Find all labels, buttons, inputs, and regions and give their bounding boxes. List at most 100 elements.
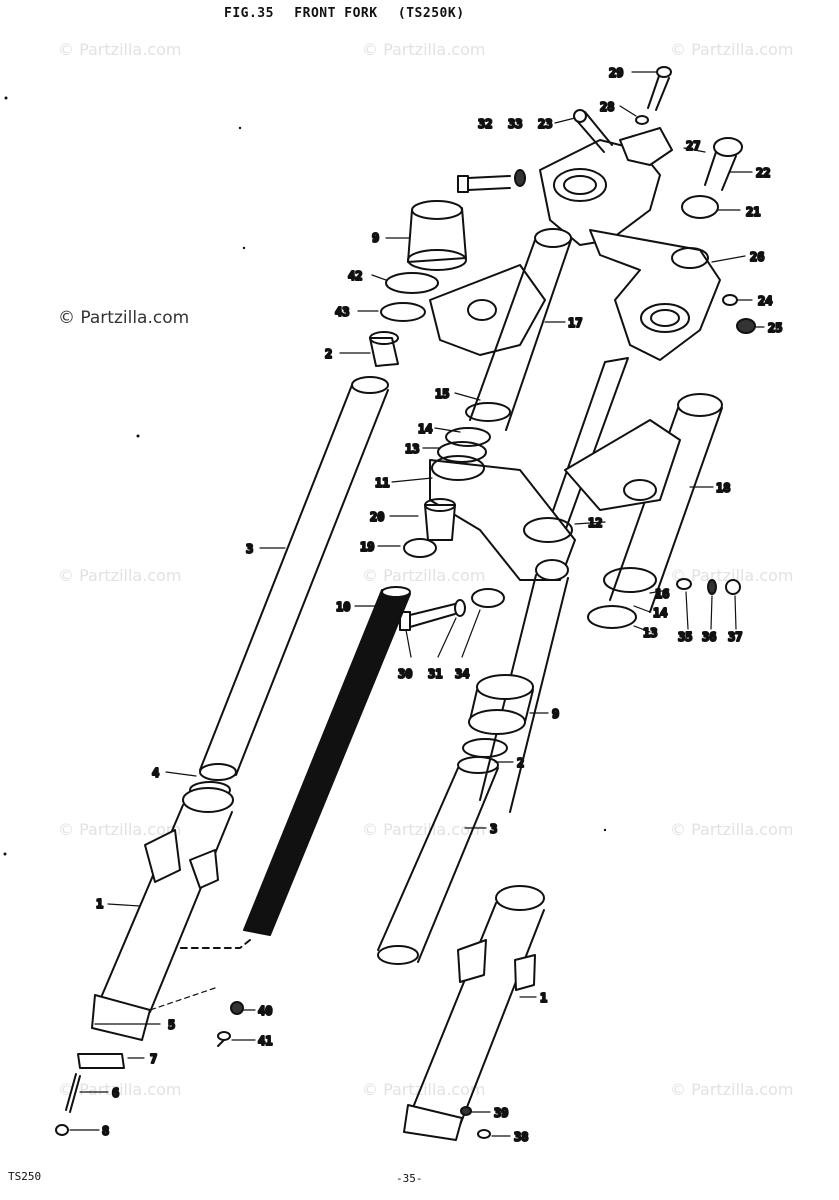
callout-label: 23 (538, 117, 552, 131)
ring-13 (437, 441, 487, 463)
spacer-2-top (369, 331, 399, 367)
clamp-7 (77, 1053, 125, 1069)
callout-label: 28 (600, 100, 614, 114)
callout-label: 20 (370, 510, 384, 524)
lamp-bracket-17 (429, 264, 546, 356)
watermark: © Partzilla.com (670, 566, 794, 585)
bolt-32 (457, 175, 511, 193)
callout-label: 10 (336, 600, 350, 614)
inner-tube-right (377, 559, 569, 965)
callout-label: 13 (643, 626, 657, 640)
callout-label: 3 (490, 822, 497, 836)
watermark: © Partzilla.com (670, 40, 794, 59)
callout-label: 3 (246, 542, 253, 556)
callout-label: 40 (258, 1004, 272, 1018)
o-ring-42 (385, 272, 439, 294)
nut-25 (736, 318, 756, 334)
callout-label: 5 (168, 1018, 175, 1032)
cap-19 (403, 538, 437, 558)
upper-bracket (539, 127, 721, 361)
callout-label: 14 (653, 606, 667, 620)
callout-label: 12 (588, 516, 602, 530)
stud-6 (65, 1073, 81, 1113)
ring-43 (380, 302, 426, 322)
ring-14 (445, 427, 491, 447)
watermark: © Partzilla.com (362, 820, 486, 839)
callout-label: 1 (540, 991, 547, 1005)
plug-39 (460, 1106, 472, 1116)
bolt-29 (647, 66, 672, 111)
callout-label: 31 (428, 667, 442, 681)
callout-label: 30 (398, 667, 412, 681)
scan-marks (3, 96, 607, 856)
callout-label: 8 (102, 1124, 109, 1138)
leader-lines (69, 71, 765, 1137)
callout-label: 16 (655, 587, 669, 601)
callout-label: 18 (716, 481, 730, 495)
bolt-23 (573, 109, 613, 153)
callout-label: 15 (435, 387, 449, 401)
callout-label: 7 (150, 1052, 157, 1066)
callout-label: 27 (686, 139, 700, 153)
callout-label: 26 (750, 250, 764, 264)
callout-label: 33 (508, 117, 522, 131)
fork-tube-3-left (199, 376, 389, 781)
bolt-30 (399, 603, 456, 631)
footer-model: TS250 (8, 1170, 42, 1183)
callout-label: 42 (348, 269, 362, 283)
washer-24 (722, 294, 738, 306)
valve-20 (424, 498, 456, 541)
watermark: © Partzilla.com (58, 1080, 182, 1099)
inner-tube-15 (465, 228, 572, 431)
watermark: © Partzilla.com (58, 566, 182, 585)
dashed-guide (179, 939, 251, 949)
callout-label: 2 (517, 756, 524, 770)
callout-label: 1 (96, 897, 103, 911)
watermark: © Partzilla.com (670, 820, 794, 839)
screw-38 (477, 1129, 491, 1139)
cover-9-top (407, 200, 467, 271)
callout-label: 14 (418, 422, 432, 436)
callout-label: 17 (568, 316, 582, 330)
callout-label: 41 (258, 1034, 272, 1048)
callout-label: 22 (756, 166, 770, 180)
plug-40 (230, 1001, 244, 1015)
outer-tube-1-left (91, 787, 234, 1041)
figure-number: FIG.35 (224, 6, 274, 21)
bolt-27 (704, 137, 743, 191)
callout-label: 39 (494, 1106, 508, 1120)
steering-stem (429, 357, 629, 581)
callout-label: 29 (609, 66, 623, 80)
screw-41 (217, 1031, 231, 1047)
footer-page-number: -35- (396, 1172, 423, 1185)
callout-label: 34 (455, 667, 469, 681)
fork-cover-18 (564, 393, 723, 629)
ring-34 (471, 588, 505, 608)
callout-label: 2 (325, 347, 332, 361)
callout-label: 43 (335, 305, 349, 319)
callout-label: 36 (702, 630, 716, 644)
callout-label: 9 (372, 231, 379, 245)
callout-label: 38 (514, 1130, 528, 1144)
callout-label: 32 (478, 117, 492, 131)
figure-model: (TS250K) (397, 6, 465, 21)
callout-label: 19 (360, 540, 374, 554)
callout-label: 9 (552, 707, 559, 721)
figure-name: FRONT FORK (294, 6, 378, 21)
nut-8 (55, 1124, 69, 1136)
watermark-main: © Partzilla.com (58, 308, 190, 328)
callout-labels: 29 28 32 33 23 27 22 21 9 26 42 24 43 25… (95, 65, 783, 1145)
callout-label: 35 (678, 630, 692, 644)
watermark: © Partzilla.com (362, 1080, 486, 1099)
screw-35-37 (676, 578, 741, 595)
watermark: © Partzilla.com (58, 820, 182, 839)
callout-label: 37 (728, 630, 742, 644)
figure-title: FIG.35 FRONT FORK (TS250K) (224, 6, 477, 21)
callout-label: 11 (375, 476, 389, 490)
watermark: © Partzilla.com (670, 1080, 794, 1099)
outer-tube-1-right (403, 885, 545, 1141)
callout-label: 25 (768, 321, 782, 335)
washer-21 (681, 195, 719, 219)
